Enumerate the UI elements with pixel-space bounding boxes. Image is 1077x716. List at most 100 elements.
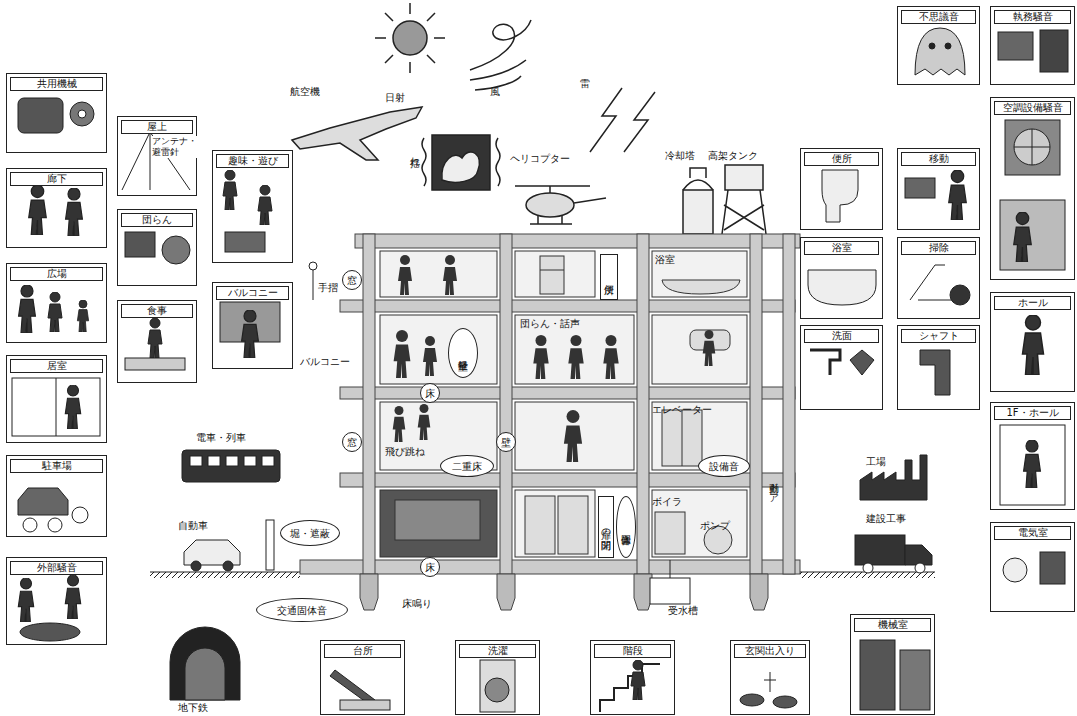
room-scenes-part: [525, 496, 555, 554]
panel-icons-part: [920, 350, 950, 395]
node-heading: 駐車場: [10, 459, 103, 473]
node-heading: 不思議音: [901, 10, 976, 24]
node-heading: 交通固体音: [277, 605, 327, 616]
panel-icons-part: [18, 488, 68, 515]
sky-icons-part: [292, 107, 422, 160]
outside-sources-part: [915, 563, 925, 573]
node-heading: 二重床: [452, 461, 482, 472]
icon-panel: 空調設備騒音: [990, 97, 1075, 280]
panel-icons-part: [56, 378, 57, 436]
panel-icons-part: [78, 110, 86, 118]
room-scenes: [380, 251, 747, 557]
node-heading: 床: [425, 388, 435, 399]
node-heading: 床: [425, 562, 435, 573]
panel-icons-part: [223, 170, 237, 210]
sky-icons-part: [422, 138, 500, 186]
sky-icons-part: [470, 20, 531, 90]
node-heading: 団らん: [121, 213, 193, 227]
panel-icons-part: [340, 700, 390, 710]
room-figures-part: [394, 330, 411, 378]
ellipse-label: 堀・遮蔽: [280, 520, 340, 546]
room-figures-part: [703, 330, 716, 366]
room-figures-part: [393, 406, 406, 442]
node-heading: 機械室: [854, 618, 931, 632]
outside-sources-part: [191, 561, 201, 571]
panel-icons-part: [945, 43, 951, 49]
panel-icons-part: [1000, 425, 1065, 505]
outside-sources-part: [184, 540, 240, 565]
outside-sources-part: [190, 456, 202, 466]
sky-icons-part: [722, 190, 766, 234]
node-heading: ホール: [994, 296, 1071, 310]
room-figures-part: [423, 336, 437, 376]
panel-icons-part: [480, 660, 515, 712]
room-figures: [393, 255, 716, 462]
icon-panel: 電気室: [990, 522, 1075, 612]
outside-sources-part: [208, 456, 220, 466]
icon-panel: 台所: [320, 640, 405, 715]
part-label: 航空機: [290, 86, 320, 98]
room-scenes-part: [655, 512, 685, 554]
room-scenes-part: [652, 490, 747, 557]
node-note: アンテナ・避雷針: [152, 136, 198, 158]
panel-icons-part: [773, 696, 797, 708]
panel-icons-part: [929, 43, 935, 49]
node-heading: 窓: [347, 437, 357, 448]
building-part: [313, 270, 314, 300]
panel-icons-part: [764, 672, 776, 692]
node-heading: 居室: [10, 359, 103, 373]
panel-icons-part: [900, 650, 930, 710]
outside-sources-part: [266, 520, 274, 570]
panel-icons-part: [148, 318, 162, 358]
part-label: エレベーター: [652, 404, 712, 416]
outside-sources-part: [863, 563, 873, 573]
node-heading: 設備音: [709, 461, 739, 472]
outside-sources-part: [226, 456, 238, 466]
room-scenes-part: [540, 270, 564, 271]
panel-icons-part: [915, 28, 965, 75]
part-label: 団らん・話声: [520, 318, 580, 330]
part-label: 受水槽: [668, 605, 698, 617]
room-figures-part: [533, 335, 548, 379]
building-part: [355, 234, 800, 248]
circled-label: 壁: [496, 432, 516, 452]
panel-icons-part: [18, 578, 33, 622]
node-heading: 便所: [804, 152, 879, 166]
room-scenes-part: [652, 251, 747, 297]
node-heading: 台所: [324, 644, 401, 658]
node-heading: バルコニー: [216, 286, 289, 300]
icon-panel: 駐車場: [6, 455, 107, 537]
room-scenes-part: [652, 315, 747, 384]
node-heading: 掃除: [901, 241, 976, 255]
panel-icons-part: [242, 310, 259, 358]
panel-icons-part: [950, 285, 970, 305]
room-scenes-part: [558, 496, 588, 554]
panel-icons-part: [1040, 552, 1065, 584]
room-scenes-part: [540, 256, 564, 294]
icon-panel: 執務騒音: [990, 6, 1075, 85]
panel-icons-part: [850, 350, 874, 375]
room-scenes-part: [662, 410, 702, 466]
panel-icons: [12, 28, 1068, 712]
node-heading: 廊下: [10, 172, 103, 186]
building-part: [500, 234, 512, 574]
panel-icons-part: [905, 178, 935, 198]
building-part: [363, 234, 375, 574]
node-heading: 空調設備騒音: [994, 101, 1071, 115]
node-heading: 屋上: [121, 120, 193, 134]
panel-icons-part: [1003, 558, 1027, 582]
icon-panel: 外部騒音: [6, 557, 107, 645]
ground-part: [150, 572, 300, 578]
panel-icons-part: [1014, 212, 1032, 262]
circled-label: 床: [420, 557, 440, 577]
room-figures-part: [568, 335, 583, 379]
part-label: 手摺: [318, 282, 338, 294]
sky-icons-part: [590, 88, 622, 152]
panel-icons-part: [631, 660, 645, 700]
sky-icons-part: [683, 190, 713, 234]
room-scenes-part: [515, 251, 595, 297]
panel-icons-part: [162, 236, 190, 264]
panel-icons-part: [1023, 315, 1044, 375]
panel-icons-part: [125, 232, 155, 257]
outside-sources-part: [262, 456, 274, 466]
